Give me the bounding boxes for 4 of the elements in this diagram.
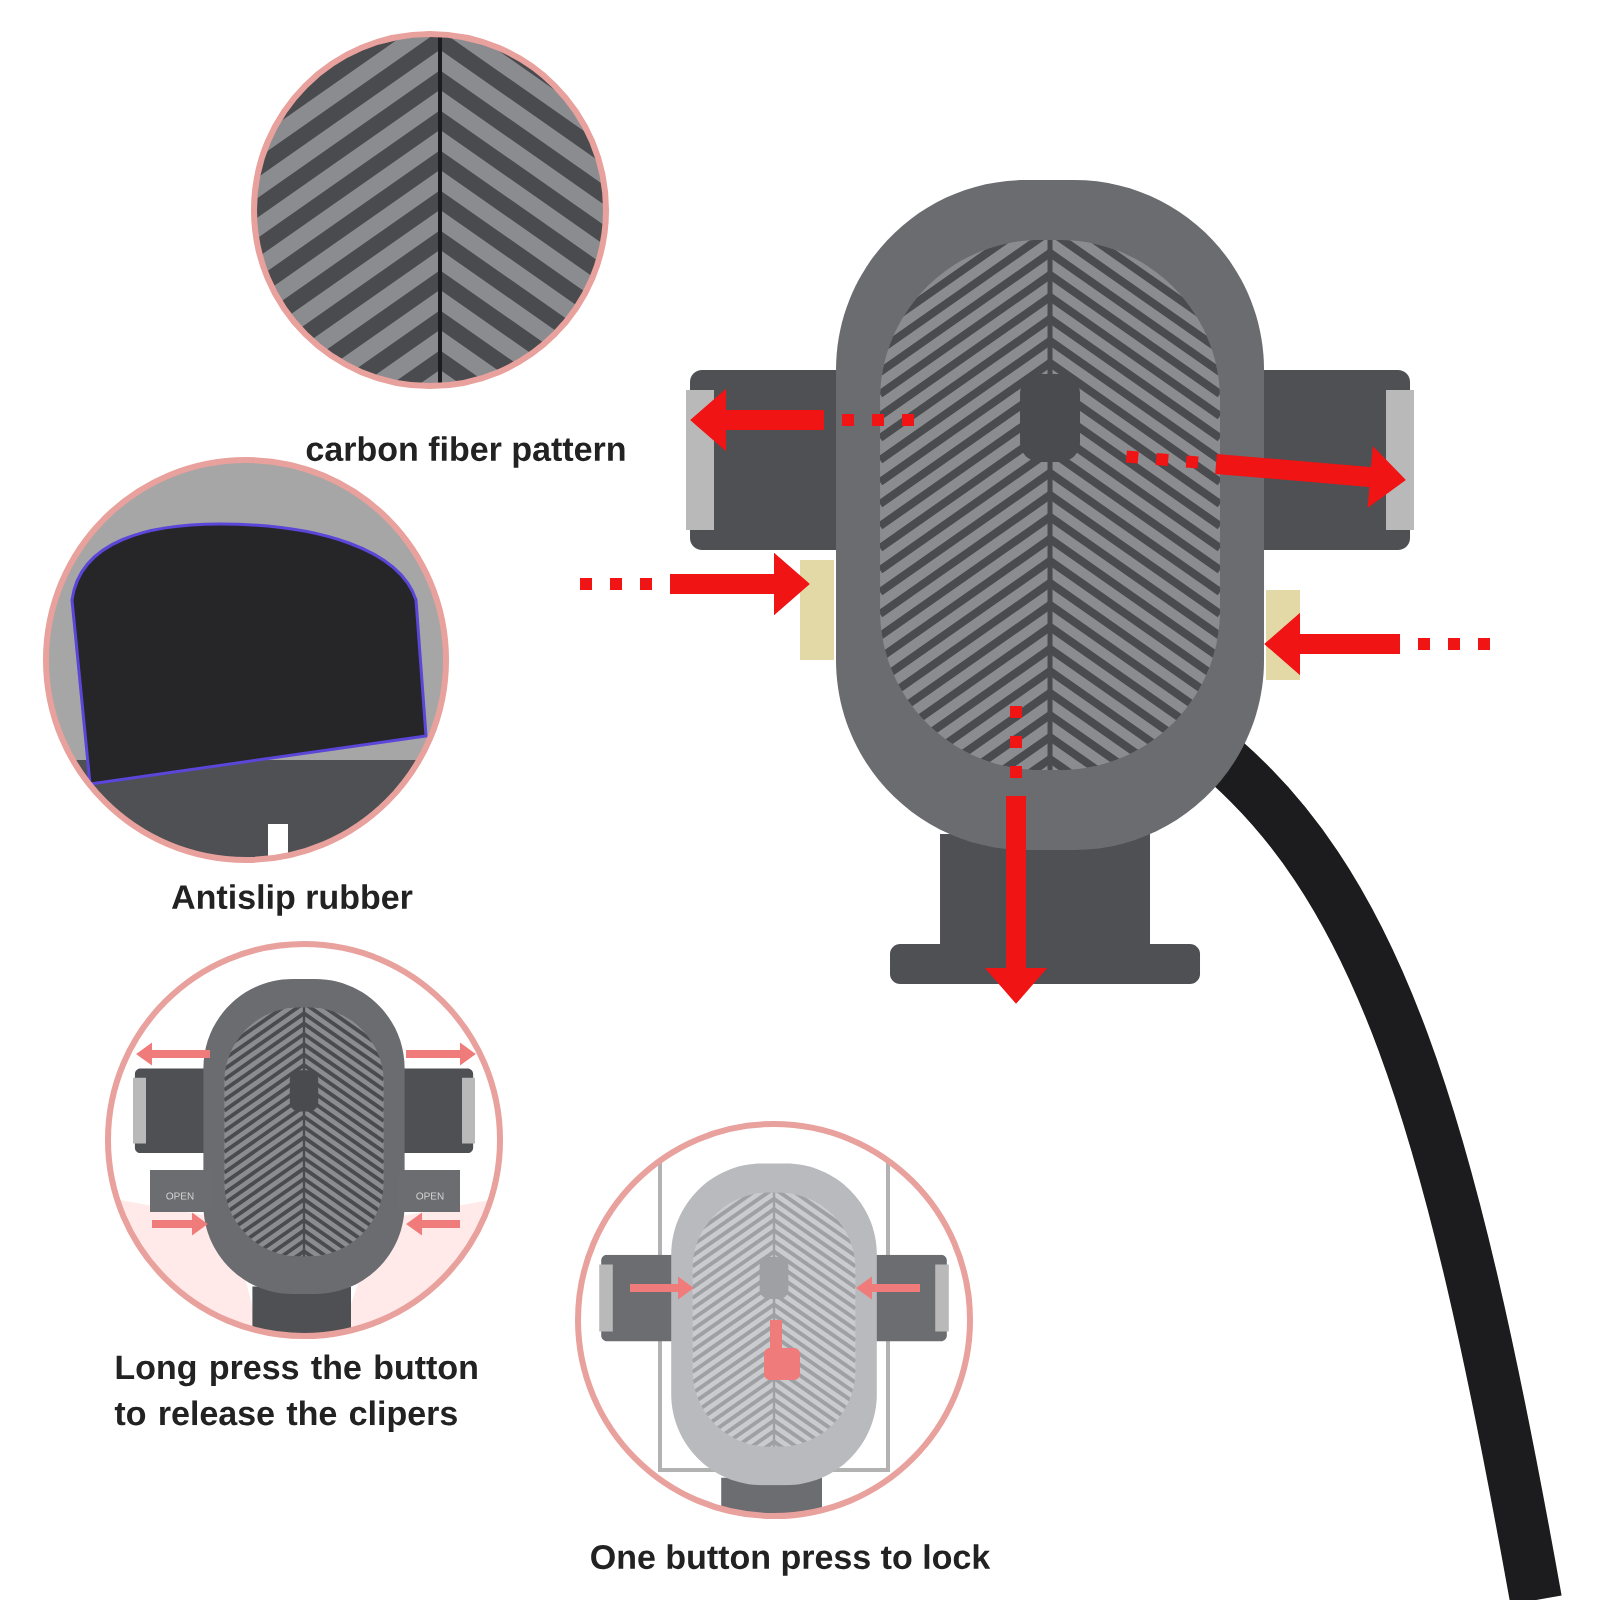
inset-label: Long press the button to release the clipers	[114, 1354, 477, 1433]
inset-label: One button press to lock	[591, 1544, 991, 1576]
inset-label: carbon fiber pattern	[306, 436, 625, 468]
inset-label: Antislip rubber	[171, 884, 413, 916]
